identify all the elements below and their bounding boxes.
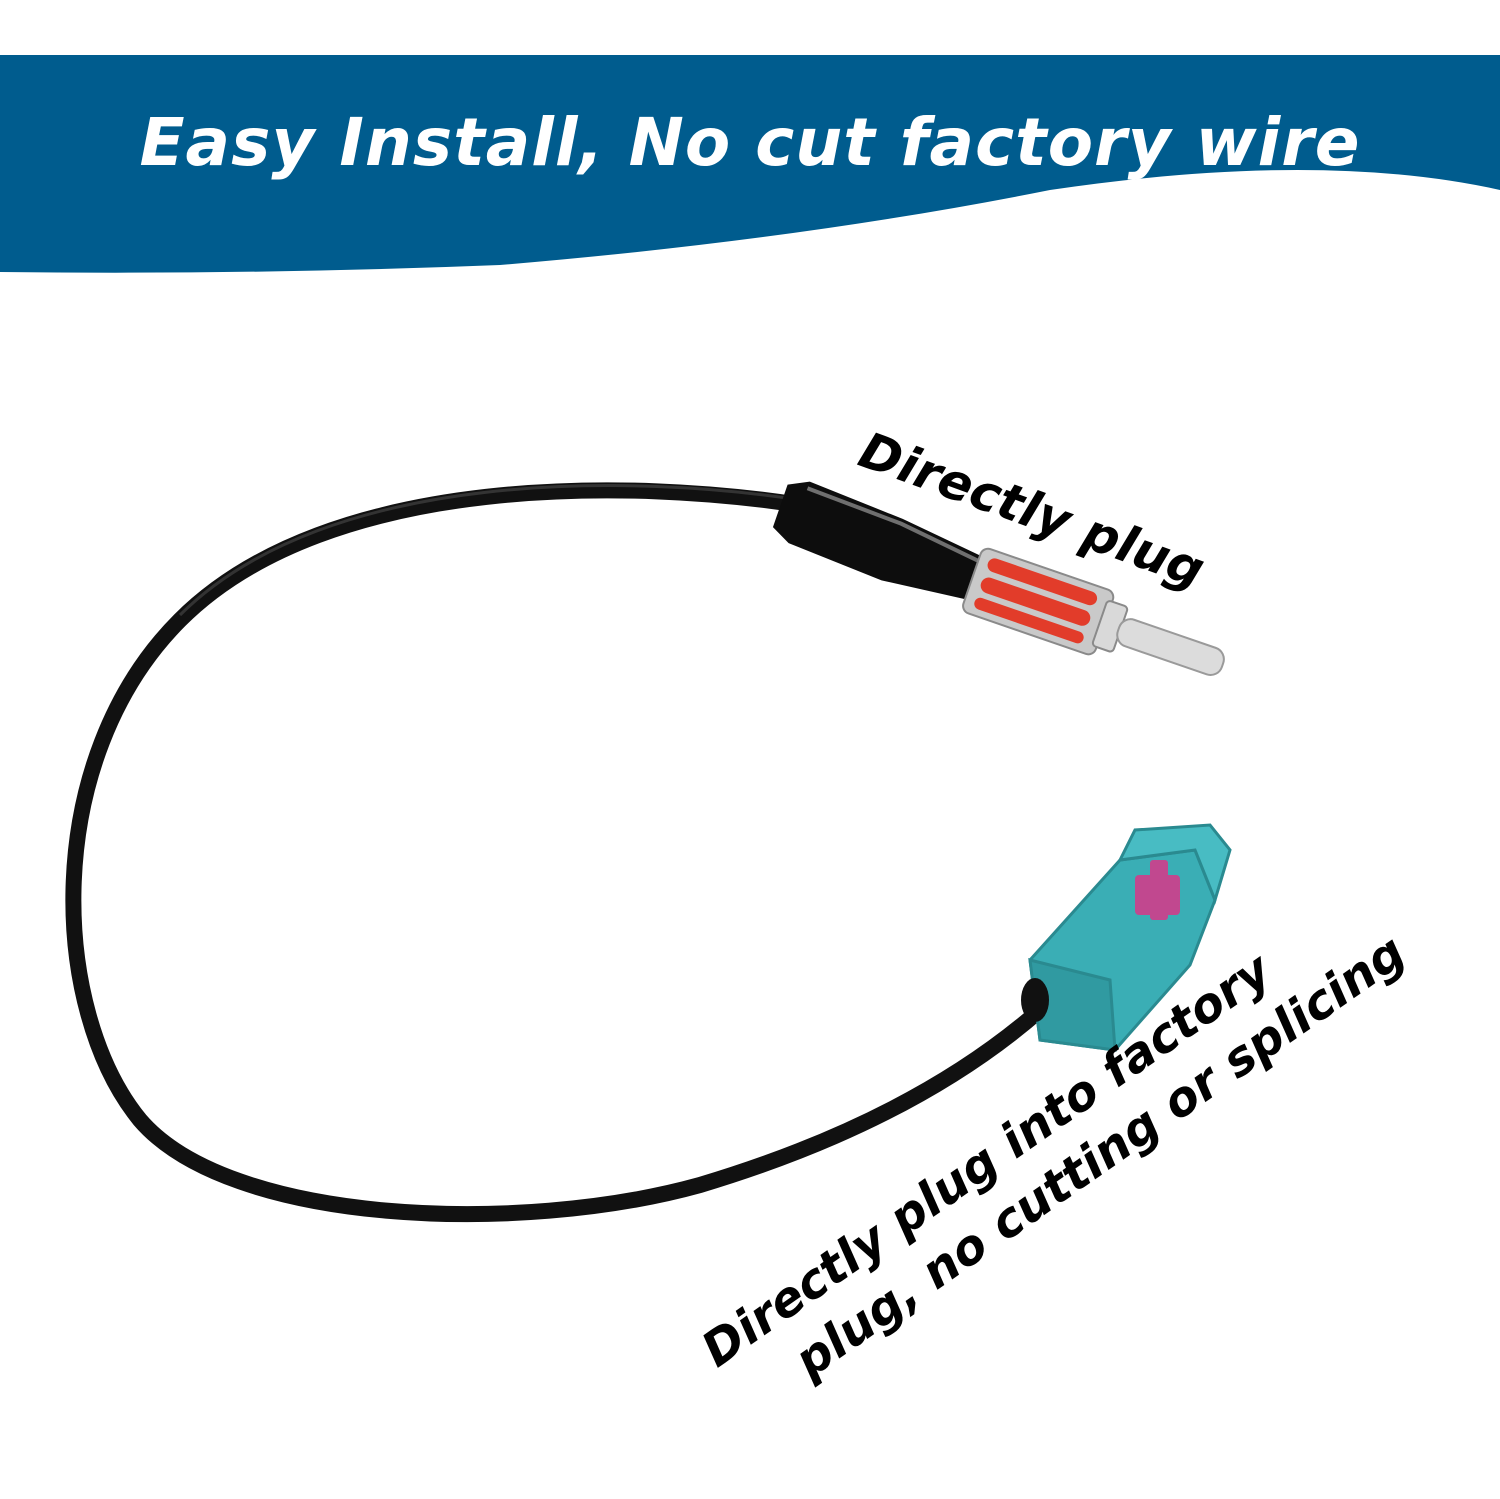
fakra-top-housing xyxy=(1117,823,1232,905)
plug-red-slot-1 xyxy=(987,558,1098,606)
cable-wire xyxy=(65,482,1048,1223)
fakra-cable-entry xyxy=(1021,978,1049,1022)
plug-red-slot-2 xyxy=(980,577,1091,626)
plug-red-slot-3 xyxy=(974,597,1084,644)
header-banner xyxy=(0,55,1500,273)
fakra-connector xyxy=(1021,823,1232,1052)
plug-boot xyxy=(772,481,985,601)
cable-highlight xyxy=(178,484,801,617)
banner-headline: Easy Install, No cut factory wire xyxy=(139,104,1361,181)
motorola-plug xyxy=(772,481,1225,676)
banner-shape xyxy=(0,55,1500,273)
plug-pin xyxy=(1116,618,1225,676)
fakra-pink-key-tab xyxy=(1150,860,1168,920)
plug-boot-shine xyxy=(806,486,980,563)
